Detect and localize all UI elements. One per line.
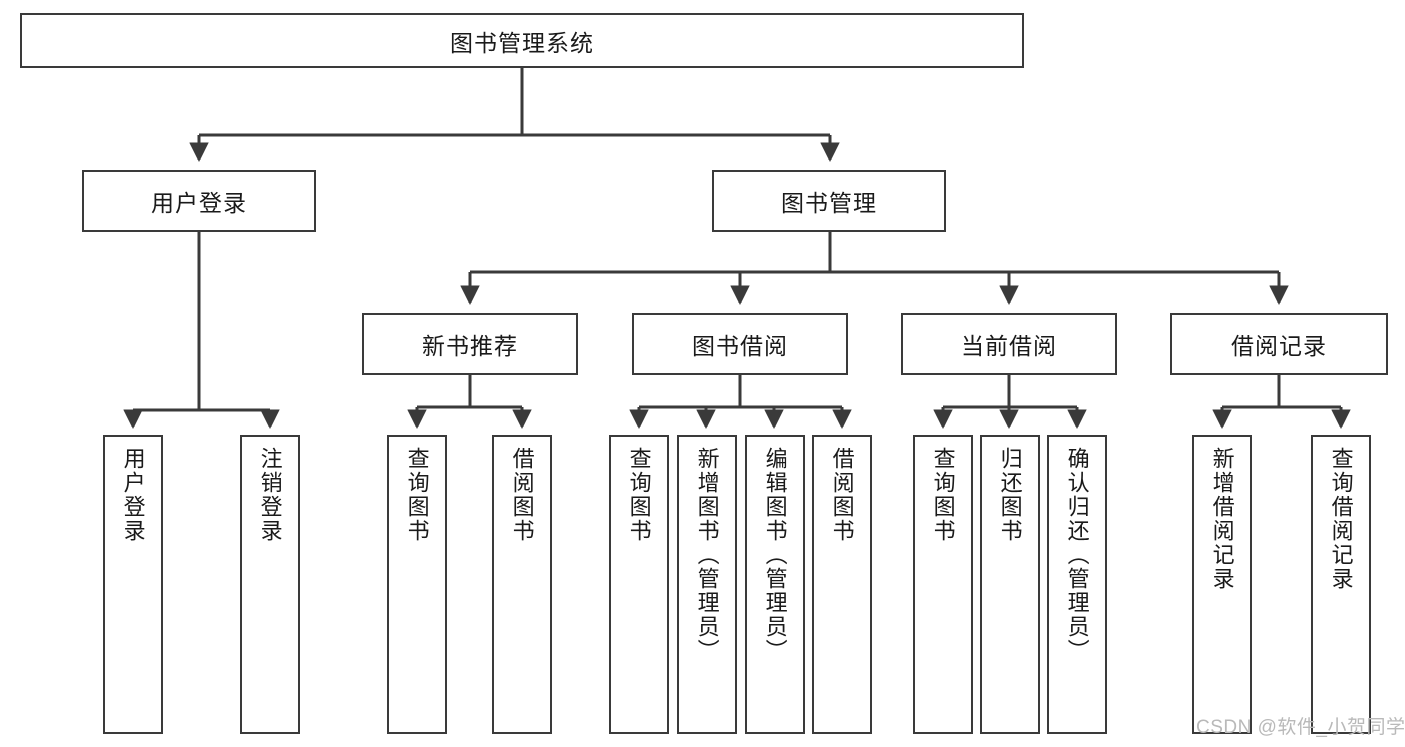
node-label: 查询图书 <box>626 447 652 543</box>
watermark-text: CSDN @软件_小贺同学 <box>1196 717 1405 738</box>
leaf-edit-book-admin[interactable]: 编辑图书（管理员） <box>745 435 805 734</box>
leaf-query-book-recommend[interactable]: 查询图书 <box>387 435 447 734</box>
node-label: 当前借阅 <box>961 333 1057 359</box>
node-label: 查询图书 <box>930 447 956 543</box>
node-label: 图书借阅 <box>692 333 788 359</box>
node-book-management[interactable]: 图书管理 <box>712 170 946 232</box>
leaf-confirm-return-admin[interactable]: 确认归还（管理员） <box>1047 435 1107 734</box>
node-user-login[interactable]: 用户登录 <box>82 170 316 232</box>
leaf-add-borrow-record[interactable]: 新增借阅记录 <box>1192 435 1252 734</box>
node-label: 图书管理系统 <box>450 29 594 56</box>
node-label: 查询图书 <box>404 447 430 543</box>
node-label: 用户登录 <box>151 190 247 216</box>
node-label: 查询借阅记录 <box>1328 447 1354 591</box>
node-current-borrow[interactable]: 当前借阅 <box>901 313 1117 375</box>
node-label: 新增图书（管理员） <box>694 447 720 663</box>
leaf-add-book-admin[interactable]: 新增图书（管理员） <box>677 435 737 734</box>
node-book-borrow[interactable]: 图书借阅 <box>632 313 848 375</box>
node-label: 图书管理 <box>781 190 877 216</box>
leaf-borrow-book[interactable]: 借阅图书 <box>812 435 872 734</box>
leaf-user-login[interactable]: 用户登录 <box>103 435 163 734</box>
node-label: 借阅图书 <box>829 447 855 543</box>
node-label: 注销登录 <box>257 447 283 543</box>
node-new-book-recommend[interactable]: 新书推荐 <box>362 313 578 375</box>
leaf-query-borrow-record[interactable]: 查询借阅记录 <box>1311 435 1371 734</box>
node-label: 归还图书 <box>997 447 1023 543</box>
node-label: 借阅图书 <box>509 447 535 543</box>
leaf-user-logout[interactable]: 注销登录 <box>240 435 300 734</box>
leaf-query-book-current[interactable]: 查询图书 <box>913 435 973 734</box>
node-label: 借阅记录 <box>1231 333 1327 359</box>
node-label: 新书推荐 <box>422 333 518 359</box>
node-label: 确认归还（管理员） <box>1064 447 1090 663</box>
node-label: 新增借阅记录 <box>1209 447 1235 591</box>
node-borrow-record[interactable]: 借阅记录 <box>1170 313 1388 375</box>
node-label: 编辑图书（管理员） <box>762 447 788 663</box>
leaf-borrow-book-recommend[interactable]: 借阅图书 <box>492 435 552 734</box>
leaf-return-book[interactable]: 归还图书 <box>980 435 1040 734</box>
node-root-book-management-system[interactable]: 图书管理系统 <box>20 13 1024 68</box>
leaf-query-book-borrow[interactable]: 查询图书 <box>609 435 669 734</box>
node-label: 用户登录 <box>120 447 146 543</box>
